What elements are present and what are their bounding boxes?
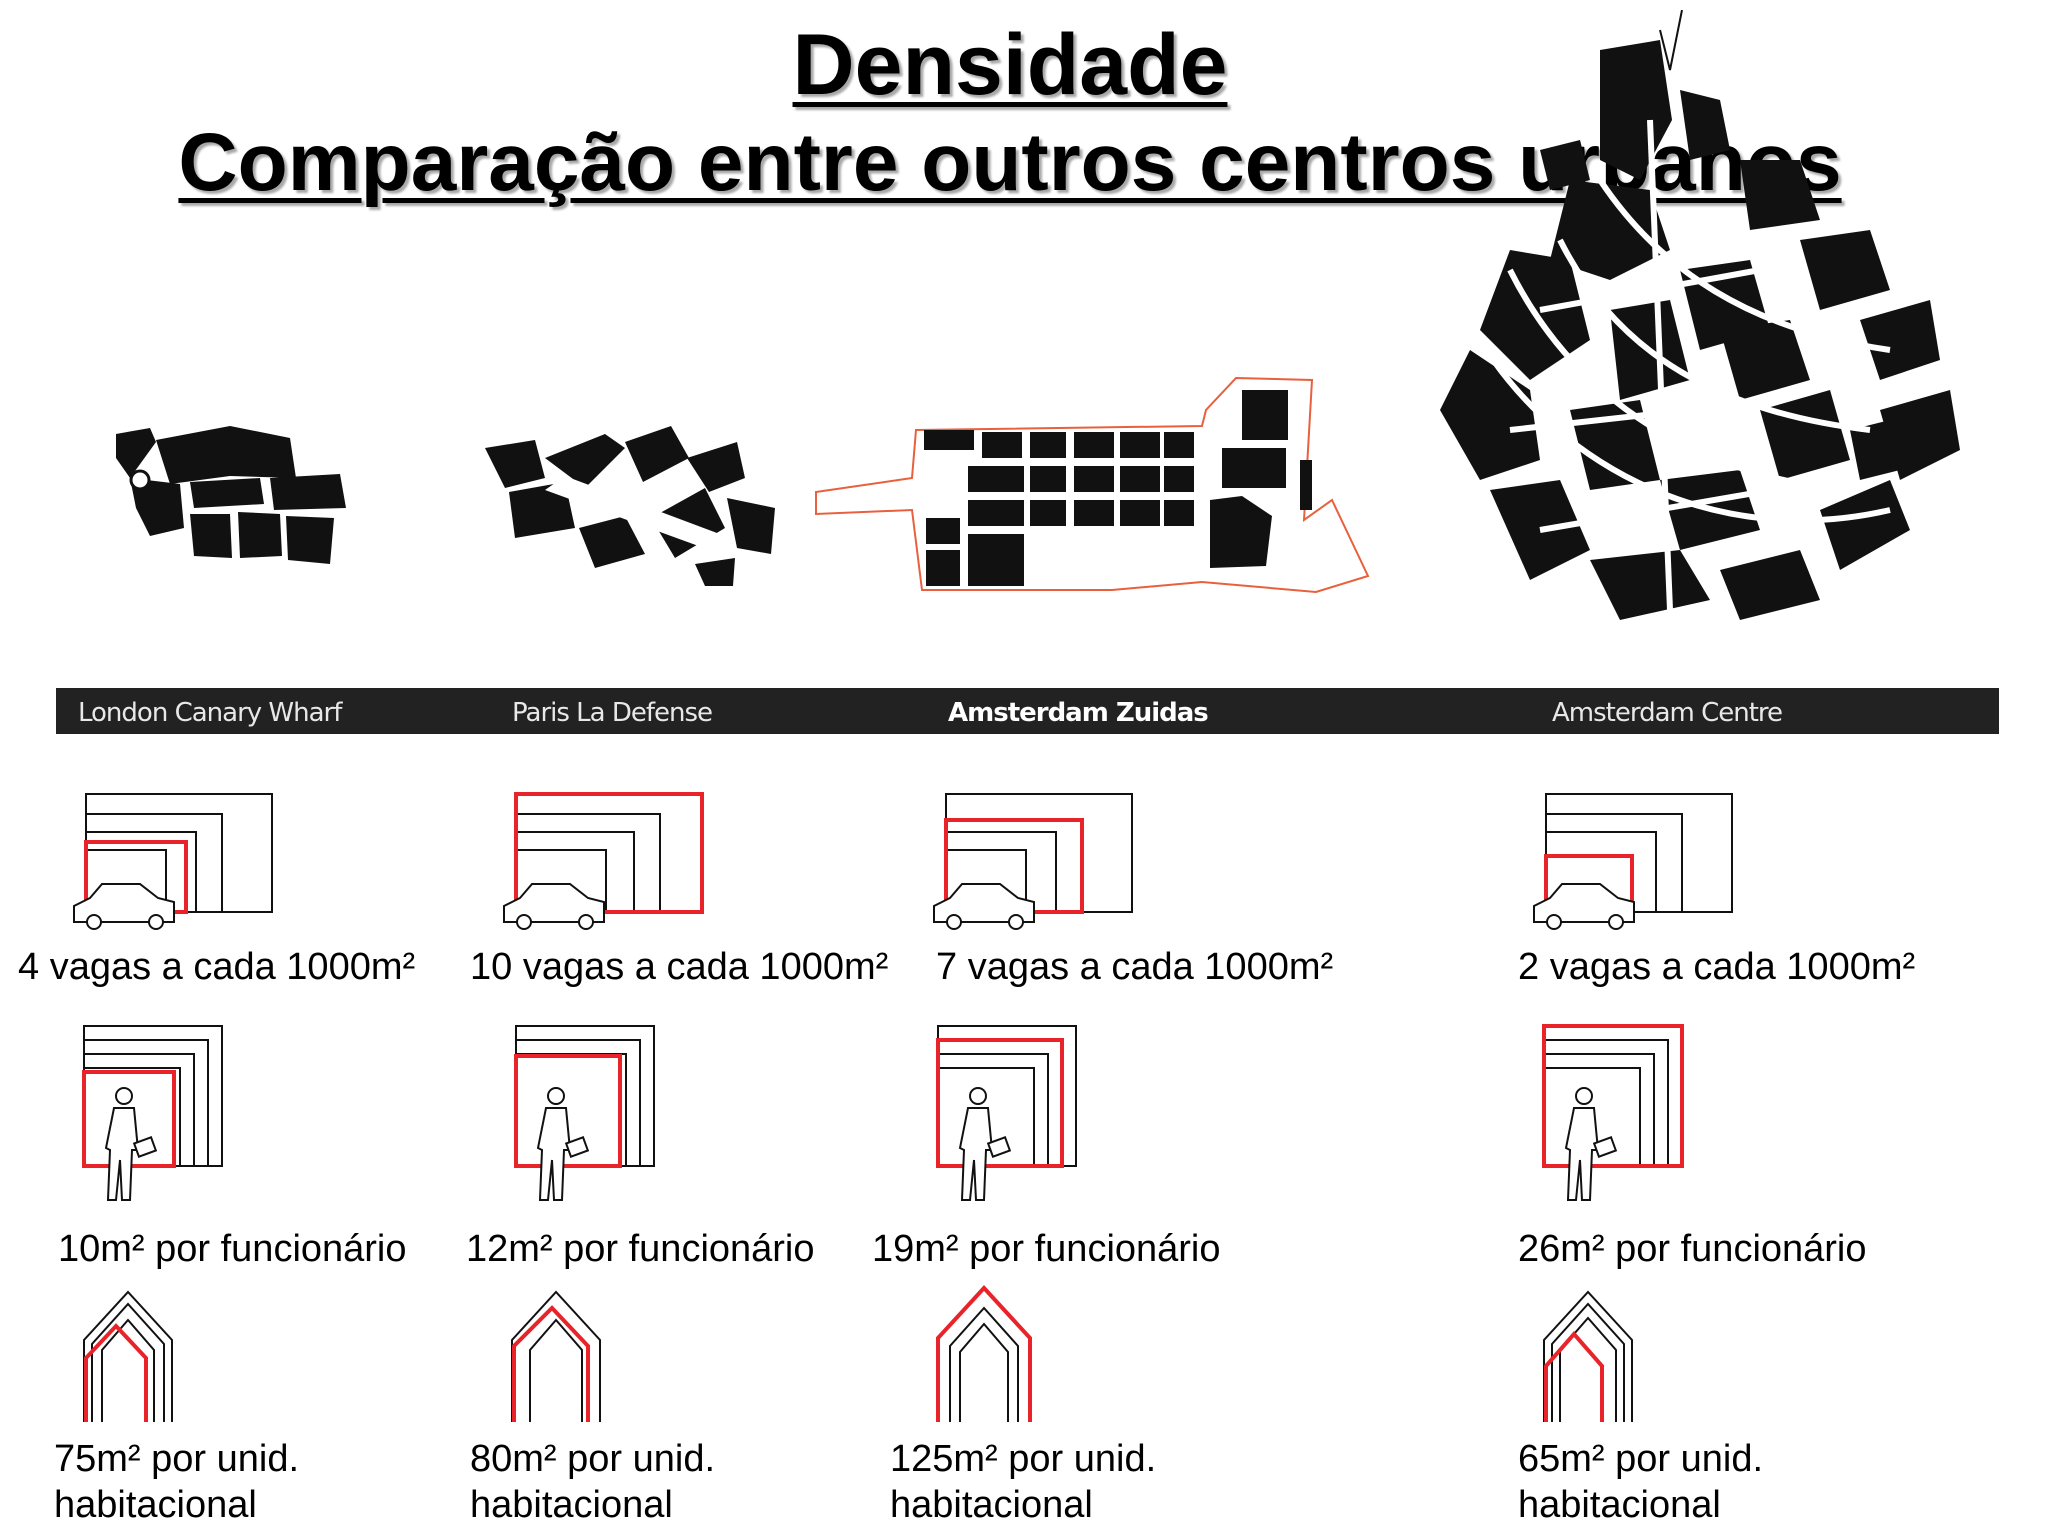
housing-label-line2: habitacional [890, 1484, 1093, 1526]
parking-label-paris: 10 vagas a cada 1000m² [470, 946, 889, 988]
city-name-centre: Amsterdam Centre [1552, 698, 1783, 728]
page-title: Densidade [792, 17, 1228, 113]
housing-icon-london [83, 1290, 173, 1422]
housing-label-line1: 125m² por unid. [890, 1438, 1157, 1480]
office-label-centre: 26m² por funcionário [1518, 1228, 1867, 1270]
city-name-paris: Paris La Defense [512, 698, 713, 728]
paris-la-defense-map [485, 426, 775, 586]
amsterdam-centre-map [1440, 10, 1960, 620]
office-icon-centre [1542, 1024, 1684, 1201]
office-label-zuidas: 19m² por funcionário [872, 1228, 1221, 1270]
parking-label-zuidas: 7 vagas a cada 1000m² [936, 946, 1334, 988]
london-canary-wharf-map [116, 426, 346, 564]
parking-label-london: 4 vagas a cada 1000m² [18, 946, 416, 988]
city-name-london: London Canary Wharf [78, 698, 342, 728]
housing-icon-zuidas [936, 1285, 1032, 1422]
housing-label-paris: 80m² por unid. habitacional [470, 1436, 715, 1528]
amsterdam-zuidas-map [815, 376, 1370, 594]
office-label-paris: 12m² por funcionário [466, 1228, 815, 1270]
parking-icon-paris [503, 792, 704, 930]
housing-label-line1: 75m² por unid. [54, 1438, 300, 1480]
parking-label-centre: 2 vagas a cada 1000m² [1518, 946, 1916, 988]
housing-label-line2: habitacional [470, 1484, 673, 1526]
housing-label-zuidas: 125m² por unid. habitacional [890, 1436, 1156, 1528]
parking-icon-centre [1533, 793, 1733, 930]
housing-label-line1: 80m² por unid. [470, 1438, 716, 1480]
office-icon-zuidas [936, 1025, 1077, 1201]
housing-label-line2: habitacional [54, 1484, 257, 1526]
city-name-zuidas: Amsterdam Zuidas [948, 698, 1209, 728]
housing-label-london: 75m² por unid. habitacional [54, 1436, 299, 1528]
parking-icon-london [73, 793, 273, 930]
city-header-band: London Canary Wharf Paris La Defense Ams… [56, 688, 1999, 734]
housing-icon-centre [1543, 1290, 1633, 1422]
housing-label-centre: 65m² por unid. habitacional [1518, 1436, 1763, 1528]
office-label-london: 10m² por funcionário [58, 1228, 407, 1270]
housing-icon-paris [511, 1290, 601, 1422]
office-icon-london [82, 1025, 223, 1201]
housing-label-line2: habitacional [1518, 1484, 1721, 1526]
office-icon-paris [514, 1025, 655, 1201]
housing-label-line1: 65m² por unid. [1518, 1438, 1764, 1480]
parking-icon-zuidas [933, 793, 1133, 930]
